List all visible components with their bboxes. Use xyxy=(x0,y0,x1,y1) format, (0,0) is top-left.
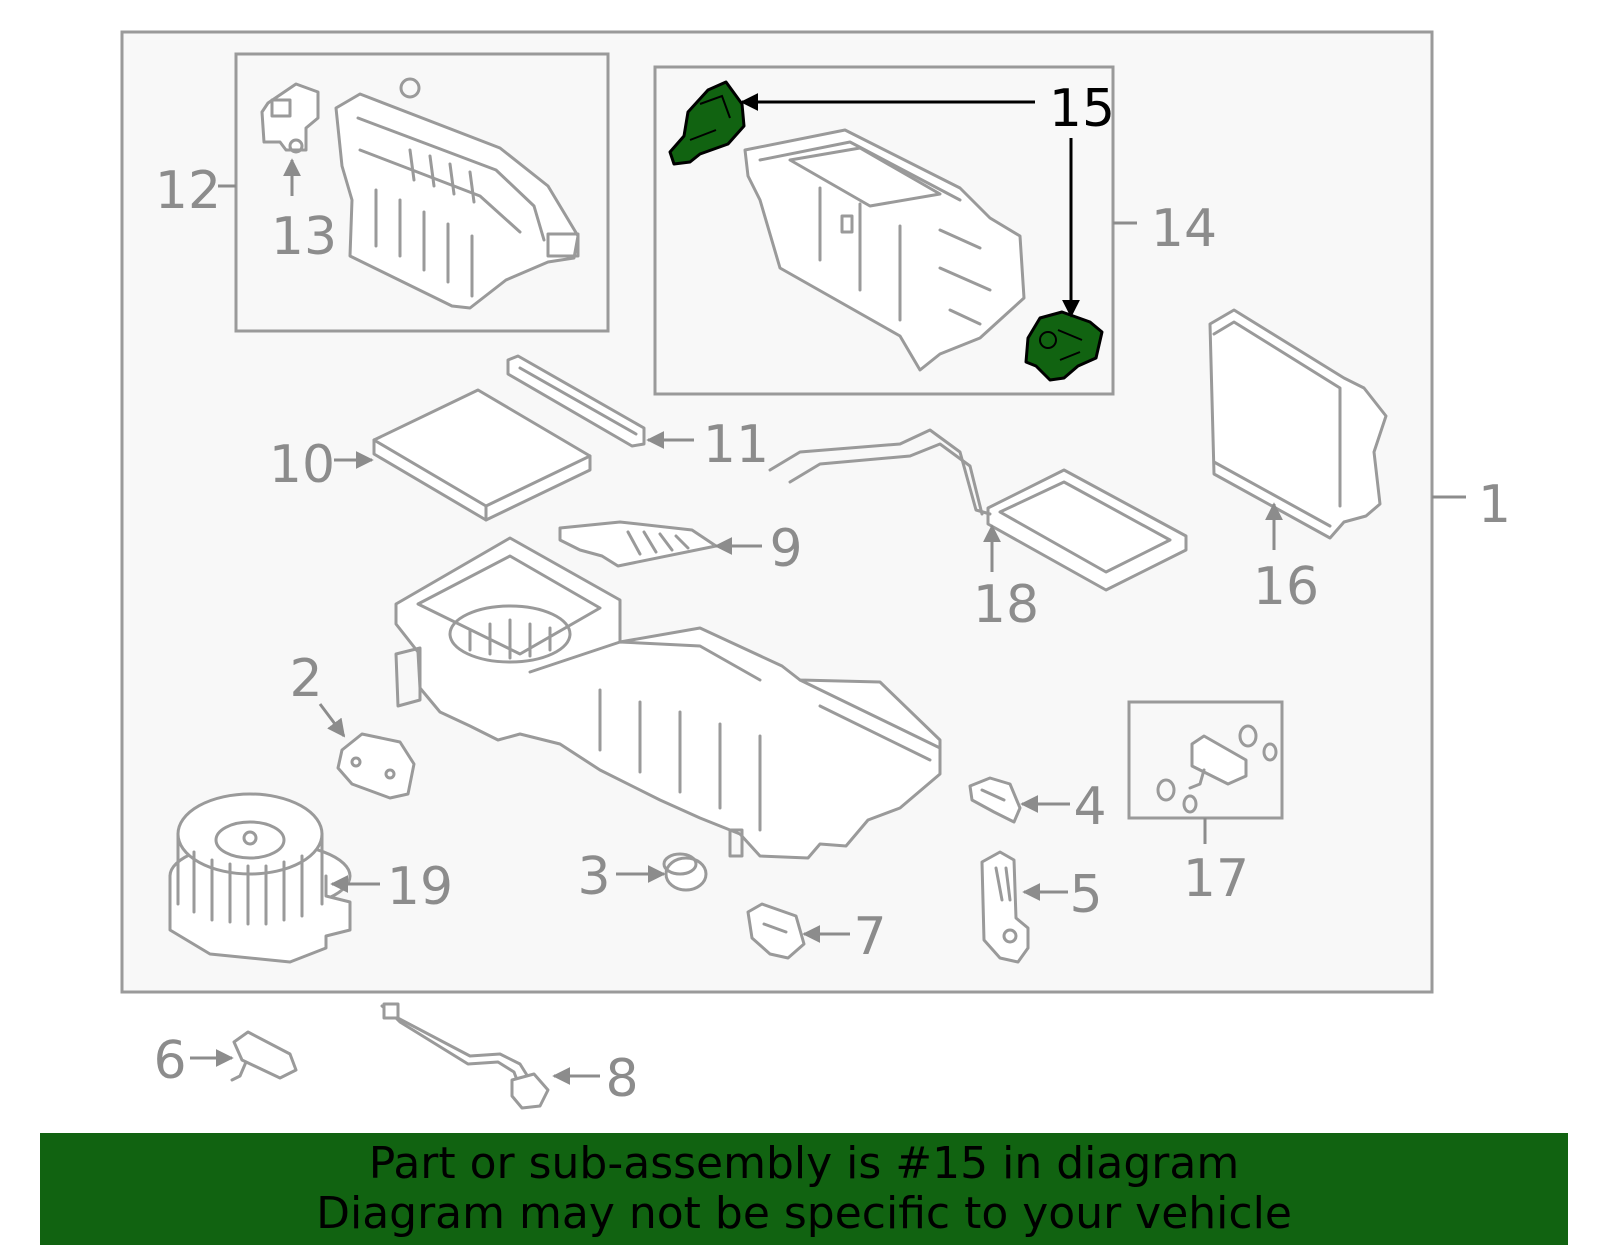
part-15-actuator-lower[interactable] xyxy=(1024,310,1104,382)
callout-3: 3 xyxy=(577,847,610,907)
callout-13: 13 xyxy=(271,207,337,267)
callout-5: 5 xyxy=(1069,865,1102,925)
part-7-gasket[interactable] xyxy=(746,902,806,960)
part-6-sensor[interactable] xyxy=(230,1030,298,1082)
part-14-case[interactable] xyxy=(743,128,1026,372)
callout-12: 12 xyxy=(155,161,221,221)
callout-6: 6 xyxy=(153,1031,186,1091)
callout-7: 7 xyxy=(853,907,886,967)
part-17-sensor[interactable] xyxy=(1156,724,1278,814)
part-9-bracket[interactable] xyxy=(558,520,718,568)
callout-1: 1 xyxy=(1478,475,1511,535)
callout-16: 16 xyxy=(1253,557,1319,617)
callout-4: 4 xyxy=(1073,777,1106,837)
part-12-case[interactable] xyxy=(334,77,580,310)
banner-line-1: Part or sub-assembly is #15 in diagram xyxy=(368,1138,1240,1189)
part-3-grommet[interactable] xyxy=(662,852,708,892)
callout-18: 18 xyxy=(973,575,1039,635)
callout-9: 9 xyxy=(769,519,802,579)
part-13-actuator[interactable] xyxy=(260,82,320,154)
callout-14: 14 xyxy=(1151,199,1217,259)
part-5-duct[interactable] xyxy=(980,850,1030,964)
part-16-evaporator[interactable] xyxy=(1208,308,1388,540)
subassembly-box-12 xyxy=(234,52,610,333)
callout-11: 11 xyxy=(703,415,769,475)
callout-15: 15 xyxy=(1049,79,1115,139)
part-10-cabin-filter[interactable] xyxy=(372,388,592,522)
part-18-heater-core[interactable] xyxy=(768,428,1188,592)
banner-line-2: Diagram may not be specific to your vehi… xyxy=(316,1188,1292,1239)
callout-2: 2 xyxy=(289,649,322,709)
callout-8: 8 xyxy=(605,1049,638,1109)
main-hvac-housing[interactable] xyxy=(394,536,942,860)
part-19-blower-motor[interactable] xyxy=(168,792,352,964)
part-15-actuator-upper[interactable] xyxy=(668,80,746,166)
part-4-clip[interactable] xyxy=(968,776,1022,824)
part-8-wire-harness[interactable] xyxy=(380,1002,550,1110)
callout-10: 10 xyxy=(269,435,335,495)
callout-19: 19 xyxy=(387,857,453,917)
part-2-seal[interactable] xyxy=(336,732,416,800)
info-banner: Part or sub-assembly is #15 in diagram D… xyxy=(40,1133,1568,1245)
callout-17: 17 xyxy=(1183,849,1249,909)
part-11-filter-cover[interactable] xyxy=(506,354,646,448)
subassembly-box-14 xyxy=(653,65,1115,396)
